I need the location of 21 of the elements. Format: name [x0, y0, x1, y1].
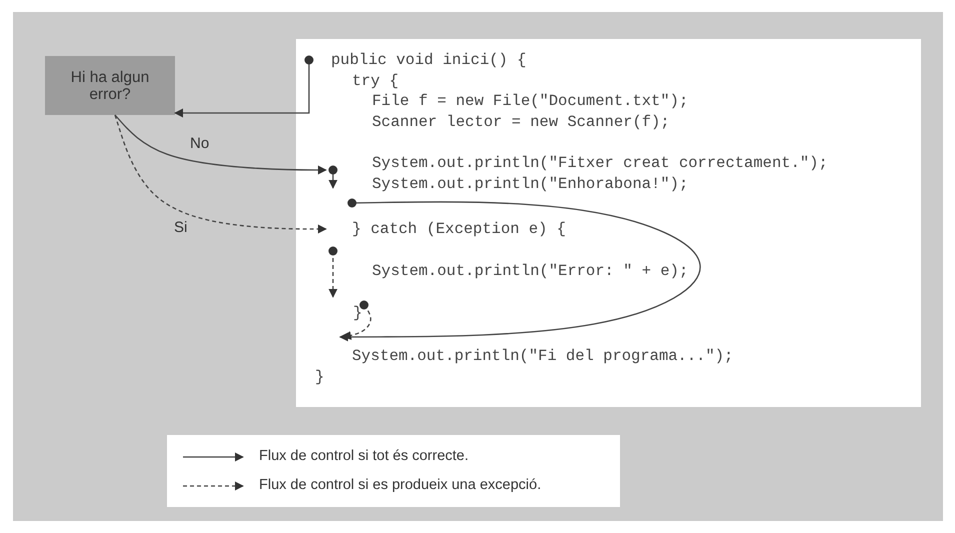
- code-line: System.out.println("Enhorabona!");: [320, 174, 688, 194]
- code-line: System.out.println("Error: " + e);: [320, 261, 688, 281]
- code-line: public void inici() {: [320, 50, 526, 70]
- code-line: } catch (Exception e) {: [320, 219, 566, 239]
- code-line: Scanner lector = new Scanner(f);: [320, 112, 670, 132]
- arrow: [114, 114, 327, 174]
- code-line: try {: [320, 71, 399, 91]
- arrow: [339, 198, 701, 342]
- dashed-arrow: [328, 246, 338, 298]
- legend-text: Flux de control si tot és correcte.: [259, 447, 469, 465]
- arrow: [174, 56, 314, 118]
- arrow: [328, 166, 338, 189]
- code-line: File f = new File("Document.txt");: [320, 91, 688, 111]
- decision-box: Hi ha algun error?: [45, 56, 175, 115]
- code-line: }: [320, 303, 362, 323]
- code-line: System.out.println("Fitxer creat correctament.");: [320, 153, 828, 173]
- legend-text: Flux de control si es produeix una excepció.: [259, 476, 542, 494]
- code-line: System.out.println("Fi del programa...");: [320, 346, 734, 366]
- dashed-arrow: [114, 114, 327, 234]
- code-panel: [296, 39, 921, 407]
- code-line: }: [312, 367, 324, 387]
